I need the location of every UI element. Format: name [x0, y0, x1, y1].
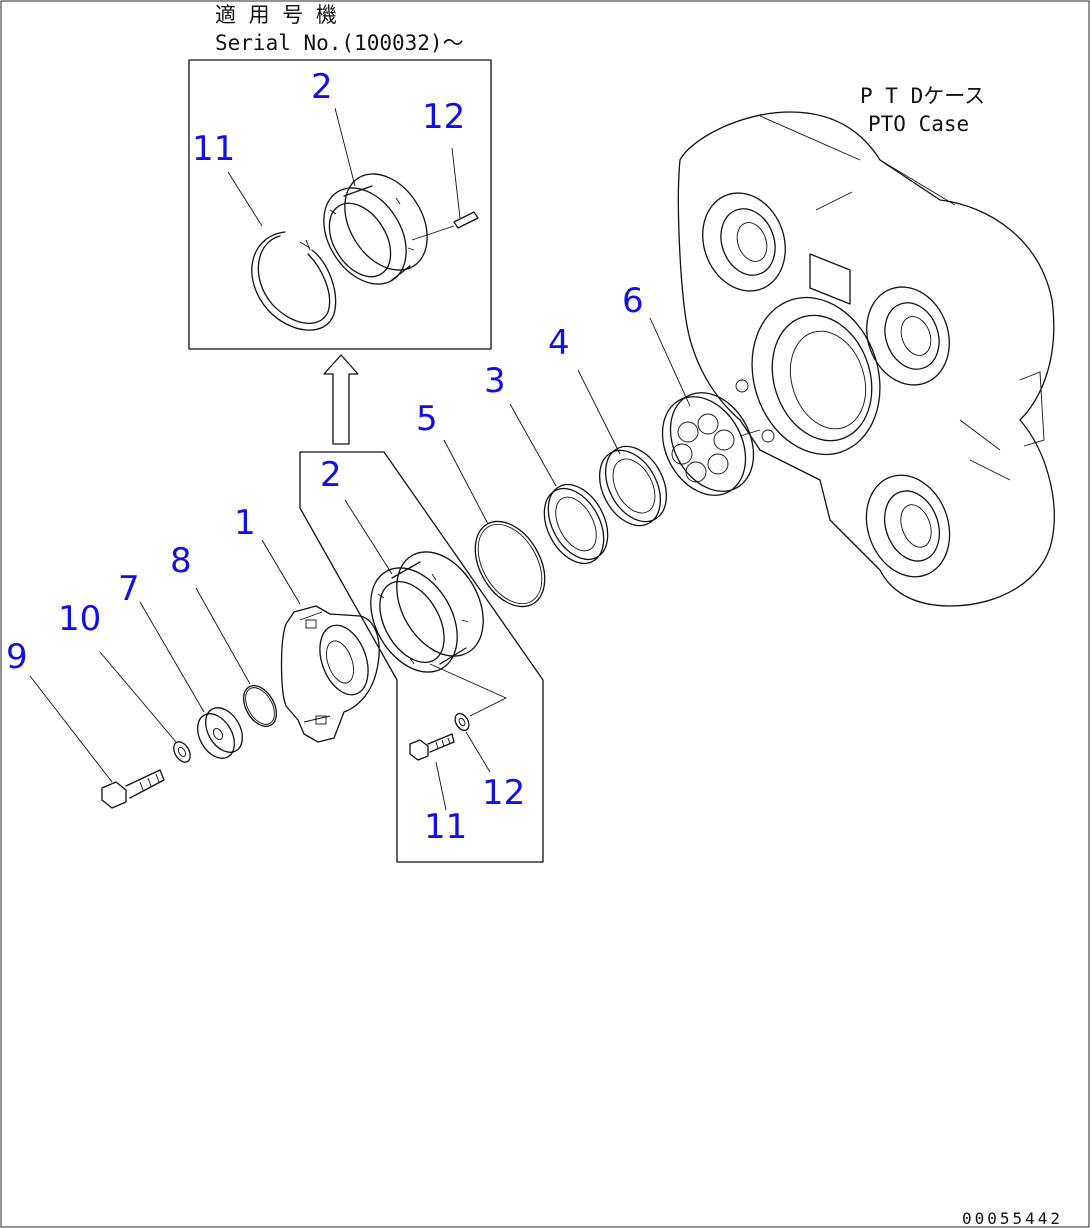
o-ring-5: [474, 520, 546, 608]
leader-inset-11: [227, 171, 263, 227]
yoke-1: [280, 605, 380, 743]
leader-12: [465, 731, 491, 773]
leader-inset-12: [451, 147, 461, 219]
serial-note-en: Serial No.(100032)～: [215, 31, 464, 55]
inset-pin: [411, 211, 479, 241]
leader-6: [649, 317, 691, 407]
callout-5: 5: [416, 399, 438, 439]
callout-4: 4: [548, 323, 570, 363]
subassembly-outline: [299, 451, 544, 863]
callout-inset-2: 2: [311, 67, 333, 107]
pto-case: [677, 111, 1055, 607]
cage-2: [370, 551, 484, 673]
leader-9: [29, 675, 113, 783]
callout-inset-12: 12: [422, 97, 465, 137]
leader-1: [261, 539, 301, 605]
bearing: [661, 392, 761, 496]
drawing-number: 00055442: [962, 1209, 1063, 1228]
ring-3: [543, 483, 609, 565]
washer-12: [454, 712, 470, 732]
arrow-up-icon: [323, 354, 359, 445]
o-ring-8: [242, 685, 278, 727]
leader-4: [577, 369, 621, 455]
callout-8: 8: [170, 541, 192, 581]
leader-10: [99, 651, 177, 743]
inset-box: [188, 59, 492, 350]
callout-2: 2: [320, 455, 342, 495]
leader-5: [443, 439, 489, 525]
leader-inset-2: [334, 107, 356, 187]
callout-6: 6: [622, 281, 644, 321]
leader-cage-fasteners: [429, 663, 508, 717]
case-label-jp: P T Dケース: [860, 84, 985, 108]
case-label-en: PTO Case: [868, 112, 969, 136]
leader-11: [435, 761, 447, 811]
inset-snap-ring: [251, 231, 337, 331]
leader-8: [195, 587, 251, 685]
washer-10: [173, 741, 191, 763]
callout-10: 10: [58, 599, 101, 639]
callout-11: 11: [424, 807, 467, 847]
washer-7: [197, 707, 243, 759]
callout-7: 7: [118, 569, 140, 609]
bolt-11: [409, 733, 455, 761]
leader-7: [139, 601, 205, 713]
callout-12: 12: [482, 773, 525, 813]
leader-3: [509, 403, 557, 487]
callout-1: 1: [234, 503, 256, 543]
inset-cage: [323, 173, 428, 285]
serial-note-jp: 適 用 号 機: [215, 3, 337, 27]
callout-inset-11: 11: [192, 129, 235, 169]
callout-3: 3: [484, 361, 506, 401]
leader-2: [344, 499, 393, 575]
bolt-9: [101, 769, 165, 809]
callout-9: 9: [6, 637, 28, 677]
